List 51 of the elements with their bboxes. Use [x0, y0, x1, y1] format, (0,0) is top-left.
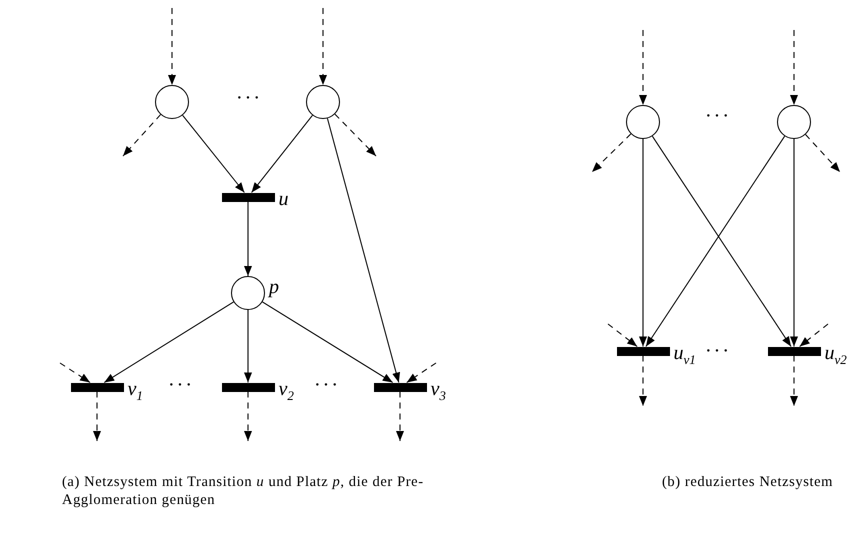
ellipsis-label: ···	[705, 341, 731, 361]
arrow	[251, 114, 313, 193]
place-circle	[306, 85, 340, 119]
place-circle	[626, 105, 660, 139]
subfigure-caption: (b) reduziertes Netzsystem	[662, 473, 834, 491]
arrow	[60, 362, 91, 383]
arrow	[319, 8, 327, 86]
transition-bar	[70, 382, 124, 392]
arrow	[182, 114, 245, 193]
ellipsis-label: ···	[705, 106, 731, 126]
ellipsis-label: ···	[168, 375, 194, 395]
arrow	[334, 114, 376, 156]
ellipsis-label: ···	[236, 88, 262, 108]
node-label: v$_{2}$	[278, 379, 294, 402]
arrow	[396, 391, 404, 442]
transition-bar	[768, 346, 820, 356]
arrow	[790, 355, 798, 406]
arrow	[326, 118, 400, 383]
arrow	[168, 8, 176, 86]
arrow	[104, 301, 234, 383]
arrow	[639, 355, 647, 406]
arrow	[639, 30, 647, 106]
arrow	[93, 391, 101, 442]
transition-bar	[374, 382, 426, 392]
node-label: v$_{1}$	[128, 379, 143, 402]
arrow	[244, 201, 252, 276]
arrow	[244, 391, 252, 442]
arrow	[799, 324, 828, 347]
arrow	[592, 133, 632, 172]
arrow	[244, 310, 252, 383]
place-circle	[777, 105, 811, 139]
arrow	[406, 362, 436, 383]
node-label: p	[269, 277, 279, 297]
transition-bar	[616, 346, 670, 356]
arrow	[805, 134, 840, 172]
node-label: u$_{v1}$	[674, 343, 696, 366]
transition-bar	[222, 192, 274, 202]
node-label: u	[278, 189, 288, 209]
ellipsis-label: ···	[314, 375, 340, 395]
place-circle	[231, 276, 265, 310]
arrow	[608, 324, 638, 347]
arrow	[122, 114, 162, 156]
subfigure-caption: (a) Netzsystem mit Transition u und Platz p, die der Pre-Agglomeration genügen	[62, 473, 425, 509]
place-circle	[155, 85, 189, 119]
arrow	[790, 138, 798, 347]
arrow	[639, 138, 647, 347]
arrow	[790, 30, 798, 106]
node-label: v$_{3}$	[430, 379, 446, 402]
node-label: u$_{v2}$	[824, 343, 847, 366]
arrow	[262, 301, 394, 383]
transition-bar	[222, 382, 274, 392]
